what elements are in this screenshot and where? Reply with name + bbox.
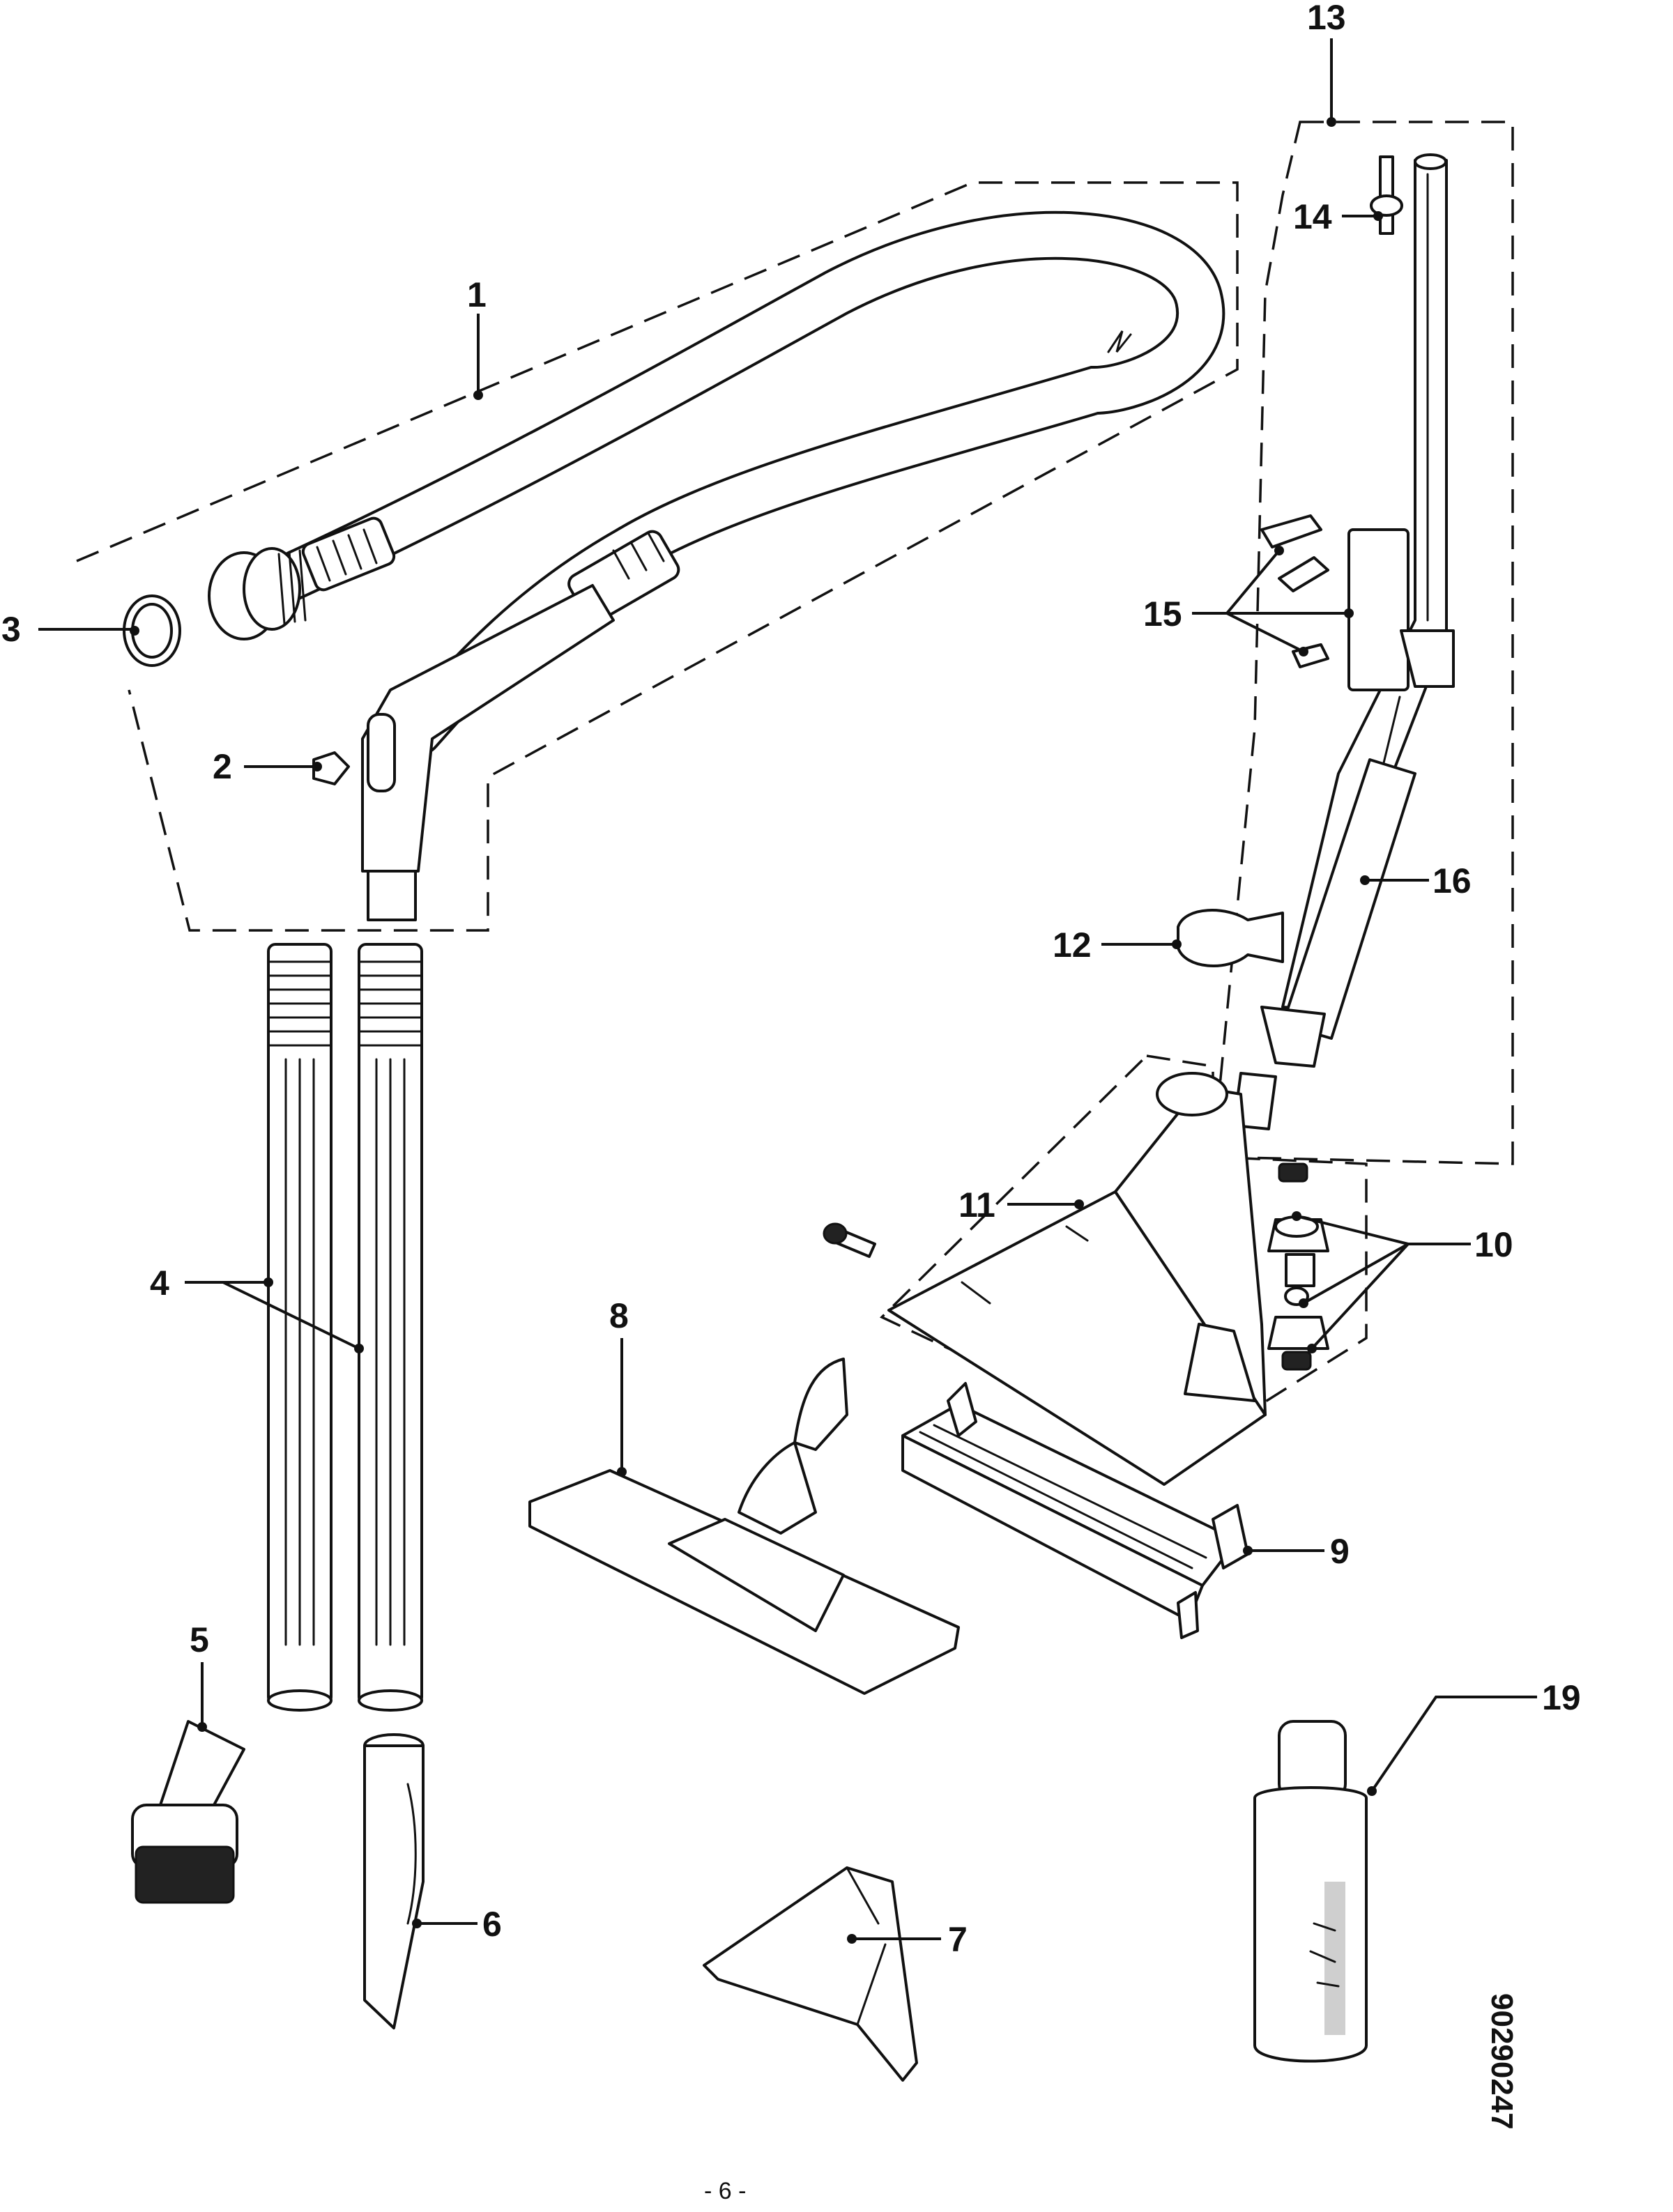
floor-nozzle [528,1358,960,1695]
callout-leaders [38,38,1537,1944]
callout-2: 2 [213,747,232,786]
hose-swivel-fitting [208,547,307,640]
callout-13: 13 [1307,0,1346,37]
callout-15: 15 [1143,594,1182,633]
tube-group-boundary [1212,121,1514,1165]
callout-5: 5 [190,1620,209,1659]
crevice-tool [363,1733,425,2029]
callout-4: 4 [150,1264,169,1303]
screw-14 [1370,155,1403,235]
o-ring-part [123,594,181,667]
valve-bracket [1260,514,1455,691]
callout-10: 10 [1474,1225,1513,1264]
valve-fittings [1267,1162,1329,1371]
solution-bottle [1253,1720,1368,2063]
drawing-code: 90290247 [1485,1993,1519,2130]
callout-12: 12 [1053,925,1092,965]
spray-bar [901,1382,1249,1639]
callout-labels: 1 2 3 4 5 6 7 8 9 10 11 12 13 14 15 16 1… [1,0,1581,1959]
hose-cuff-ribs [301,516,396,592]
solution-handle[interactable] [1281,758,1416,1040]
callout-8: 8 [609,1296,629,1335]
upholstery-nozzle [703,1866,918,2082]
hose-clamp [1177,909,1284,967]
callout-3: 3 [1,610,21,649]
handle-lower-tube [367,870,417,921]
hose-body-inner [243,213,1223,753]
hose-assembly [76,181,1239,932]
callout-6: 6 [482,1905,502,1944]
latch-part [312,751,350,785]
page-number: - 6 - [704,2178,746,2204]
callout-11: 11 [958,1185,995,1224]
hose-group-boundary [76,181,1239,932]
callout-1: 1 [467,275,487,314]
tool-screw [823,1222,876,1258]
callout-9: 9 [1330,1532,1350,1571]
callout-7: 7 [948,1920,968,1959]
hose-handle [361,584,615,873]
callout-19: 19 [1542,1678,1581,1717]
hose-break-mark [1107,330,1132,353]
upholstery-tool-assembly [879,1054,1368,1486]
handle-slide-control[interactable] [367,713,396,792]
dusting-brush [131,1720,245,1904]
extension-wands [267,943,423,1712]
callout-16: 16 [1433,861,1472,900]
callout-14: 14 [1293,197,1332,236]
solution-tube-assembly [1177,121,1514,1165]
